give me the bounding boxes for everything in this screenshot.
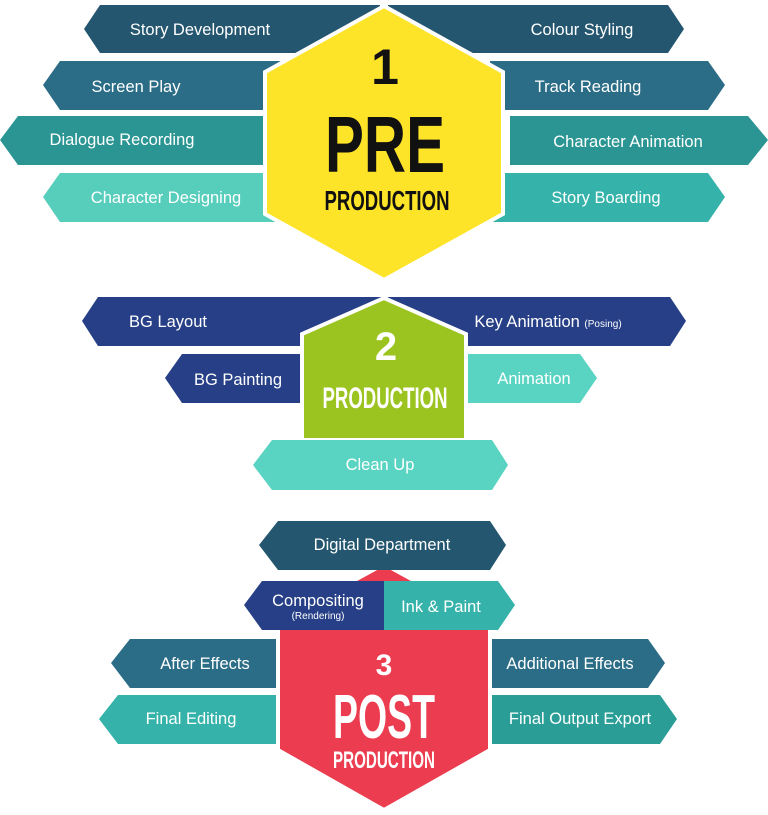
post-title: POST bbox=[333, 683, 435, 752]
banner-dialogue-recording bbox=[0, 116, 265, 165]
banner-clean-up bbox=[253, 440, 508, 490]
production-number: 2 bbox=[375, 325, 397, 369]
banner-final-output-export bbox=[492, 695, 677, 744]
label-colour-styling: Colour Styling bbox=[531, 21, 634, 39]
banner-story-boarding bbox=[490, 173, 725, 222]
banner-story-development bbox=[84, 5, 380, 53]
stage-production: BG Layout Key Animation (Posing) BG Pain… bbox=[82, 295, 686, 490]
banner-final-editing bbox=[99, 695, 276, 744]
banner-screen-play bbox=[43, 61, 290, 110]
label-ink-paint: Ink & Paint bbox=[401, 598, 481, 616]
stage-post-production: Digital Department Compositing (Renderin… bbox=[99, 521, 677, 813]
stage-pre-production: Story Development Screen Play Dialogue R… bbox=[0, 3, 768, 283]
pre-production-hexagon bbox=[263, 3, 505, 283]
label-rendering: (Rendering) bbox=[292, 611, 345, 622]
label-character-designing: Character Designing bbox=[91, 189, 241, 207]
label-final-editing: Final Editing bbox=[146, 710, 237, 728]
label-dialogue-recording: Dialogue Recording bbox=[50, 131, 195, 149]
label-digital-department: Digital Department bbox=[314, 536, 451, 554]
label-screen-play: Screen Play bbox=[92, 78, 182, 96]
label-bg-layout: BG Layout bbox=[129, 313, 207, 331]
banner-track-reading bbox=[490, 61, 725, 110]
label-track-reading: Track Reading bbox=[535, 78, 642, 96]
label-clean-up: Clean Up bbox=[346, 456, 415, 474]
banner-ink-paint bbox=[384, 581, 515, 630]
label-additional-effects: Additional Effects bbox=[506, 655, 633, 673]
post-number: 3 bbox=[376, 649, 393, 682]
banner-colour-styling bbox=[388, 5, 684, 53]
banner-compositing bbox=[244, 581, 384, 630]
label-character-animation: Character Animation bbox=[553, 133, 703, 151]
banner-animation bbox=[466, 354, 597, 403]
label-compositing: Compositing bbox=[272, 592, 364, 610]
banner-digital-department bbox=[259, 521, 506, 570]
pre-subtitle: PRODUCTION bbox=[325, 185, 450, 216]
banner-after-effects bbox=[111, 639, 276, 688]
banner-character-designing bbox=[43, 173, 282, 222]
label-animation: Animation bbox=[497, 370, 570, 388]
production-title: PRODUCTION bbox=[323, 382, 448, 415]
pre-title: PRE bbox=[325, 100, 445, 189]
label-bg-painting: BG Painting bbox=[194, 371, 282, 389]
label-story-development: Story Development bbox=[130, 21, 271, 39]
banner-bg-painting bbox=[165, 354, 300, 403]
post-subtitle: PRODUCTION bbox=[333, 747, 435, 774]
label-key-animation: Key Animation (Posing) bbox=[474, 313, 621, 331]
label-story-boarding: Story Boarding bbox=[551, 189, 660, 207]
pre-number: 1 bbox=[371, 39, 399, 95]
label-after-effects: After Effects bbox=[160, 655, 250, 673]
banner-additional-effects bbox=[492, 639, 665, 688]
banner-character-animation bbox=[510, 116, 768, 165]
label-final-output-export: Final Output Export bbox=[509, 710, 652, 728]
